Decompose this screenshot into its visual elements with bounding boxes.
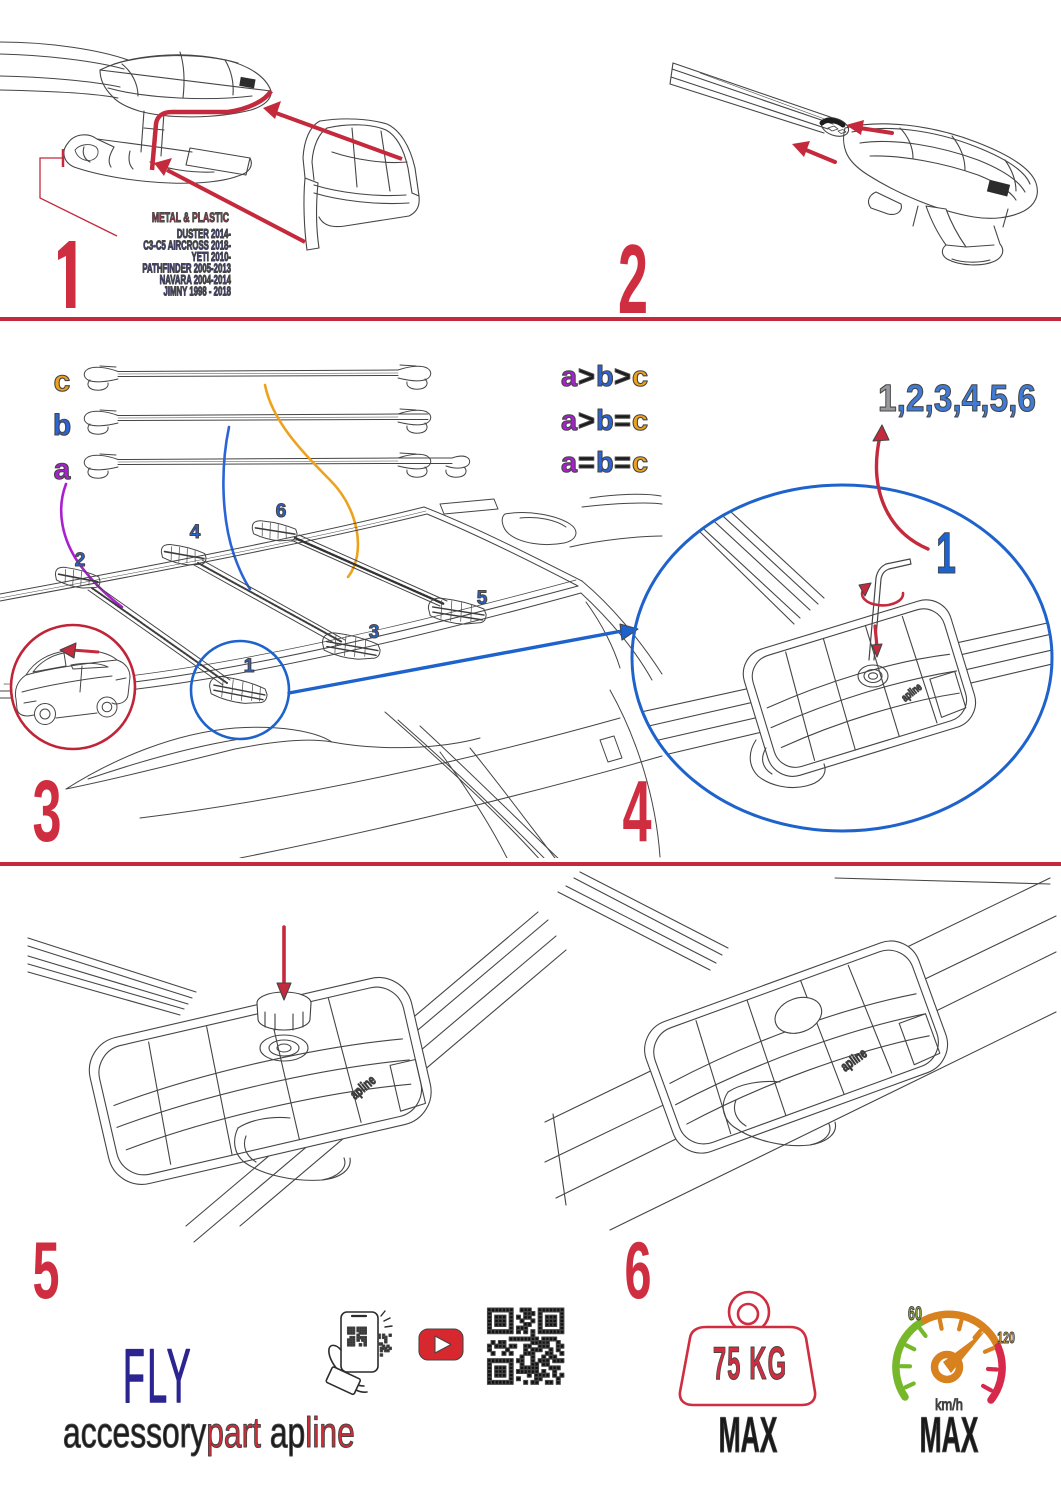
svg-text:b: b [53,409,71,442]
svg-text:1: 1 [244,656,255,677]
svg-text:MAX: MAX [920,1408,979,1463]
svg-text:b: b [596,405,614,437]
svg-text:75 KG: 75 KG [713,1338,787,1389]
svg-text:>: > [578,405,595,437]
svg-text:METAL & PLASTIC: METAL & PLASTIC [152,210,230,226]
svg-text:C3-C5 AIRCROSS 2018-: C3-C5 AIRCROSS 2018- [143,239,231,254]
svg-text:1: 1 [936,521,956,586]
svg-text:6: 6 [276,501,287,522]
svg-text:a: a [561,405,578,437]
svg-text:c: c [632,447,648,479]
svg-text:JIMNY 1998 - 2018: JIMNY 1998 - 2018 [164,285,232,300]
svg-text:a: a [561,447,578,479]
svg-text:4: 4 [622,763,651,860]
svg-text:1,2,3,4,5,6: 1,2,3,4,5,6 [878,377,1036,419]
svg-text:6: 6 [624,1226,651,1316]
svg-text:a: a [54,453,71,486]
svg-text:YETI 2010-: YETI 2010- [192,250,232,265]
svg-text:60: 60 [908,1303,922,1324]
svg-text:2: 2 [618,224,648,334]
svg-text:DUSTER 2014-: DUSTER 2014- [177,227,231,242]
svg-text:accessorypart apline: accessorypart apline [63,1409,355,1457]
svg-text:3: 3 [32,763,61,860]
svg-text:a: a [561,361,578,393]
svg-text:2: 2 [75,550,86,571]
svg-text:>: > [614,361,631,393]
svg-text:=: = [614,447,631,479]
svg-text:b: b [596,361,614,393]
svg-text:c: c [632,361,648,393]
svg-text:4: 4 [190,522,201,543]
svg-text:c: c [632,405,648,437]
svg-text:=: = [614,405,631,437]
svg-text:NAVARA 2004-2014: NAVARA 2004-2014 [160,273,231,288]
svg-text:>: > [578,361,595,393]
svg-text:km/h: km/h [935,1397,963,1415]
svg-text:b: b [596,447,614,479]
svg-text:120: 120 [997,1329,1015,1347]
svg-text:=: = [578,447,595,479]
svg-text:5: 5 [477,588,488,609]
svg-text:5: 5 [32,1226,59,1316]
svg-text:FLY: FLY [123,1333,193,1419]
svg-text:PATHFINDER 2005-2013: PATHFINDER 2005-2013 [142,262,231,277]
svg-text:MAX: MAX [719,1408,778,1463]
svg-text:c: c [54,365,71,398]
svg-text:3: 3 [369,622,380,643]
